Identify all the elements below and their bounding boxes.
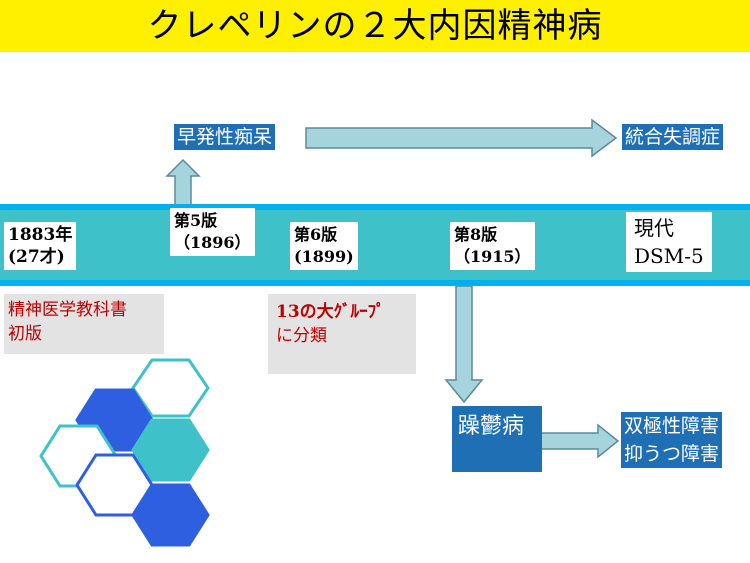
note-line: 初版: [8, 324, 42, 344]
slide-title: クレペリンの２大内因精神病: [147, 6, 603, 46]
concept-bipolar-depressive: 双極性障害 抑うつ障害: [621, 412, 723, 468]
node-year: 1883年: [8, 225, 73, 245]
concept-dementia-praecox: 早発性痴呆: [174, 124, 276, 150]
note-line: 精神医学教科書: [8, 300, 127, 320]
node-year: （1896）: [174, 233, 251, 252]
node-edition: 第8版: [454, 225, 498, 244]
right-arrow-schizophrenia: [305, 118, 618, 158]
node-year: (1899): [294, 247, 354, 266]
title-bar: [0, 0, 750, 52]
concept-bipolar: 双極性障害: [624, 415, 720, 437]
node-age: (27才): [8, 247, 65, 267]
note-13-groups: 13の大ｸﾞﾙｰﾌﾟ に分類: [268, 294, 416, 374]
concept-schizophrenia: 統合失調症: [622, 124, 724, 150]
concept-depressive: 抑うつ障害: [624, 443, 720, 465]
timeline-node-1883: 1883年 (27才): [4, 222, 77, 270]
node-edition: 第5版: [174, 211, 218, 230]
concept-manic-depressive: 躁鬱病: [452, 406, 542, 472]
node-era: 現代: [634, 216, 674, 240]
node-year: （1915）: [454, 247, 531, 266]
timeline-node-current: 現代 DSM-5: [626, 212, 712, 272]
note-line: 13の大ｸﾞﾙｰﾌﾟ: [276, 302, 385, 322]
down-arrow: [444, 285, 484, 404]
timeline-node-8th-edition: 第8版 （1915）: [450, 222, 535, 270]
right-arrow-bipolar: [540, 423, 620, 459]
up-arrow: [165, 158, 201, 211]
note-line: に分類: [276, 326, 327, 346]
node-dsm: DSM-5: [634, 244, 704, 268]
note-textbook-first-edition: 精神医学教科書 初版: [4, 294, 164, 354]
timeline-inner: [0, 210, 750, 280]
timeline-node-6th-edition: 第6版 (1899): [290, 222, 358, 270]
timeline-node-5th-edition: 第5版 （1896）: [170, 208, 255, 256]
node-edition: 第6版: [294, 225, 338, 244]
